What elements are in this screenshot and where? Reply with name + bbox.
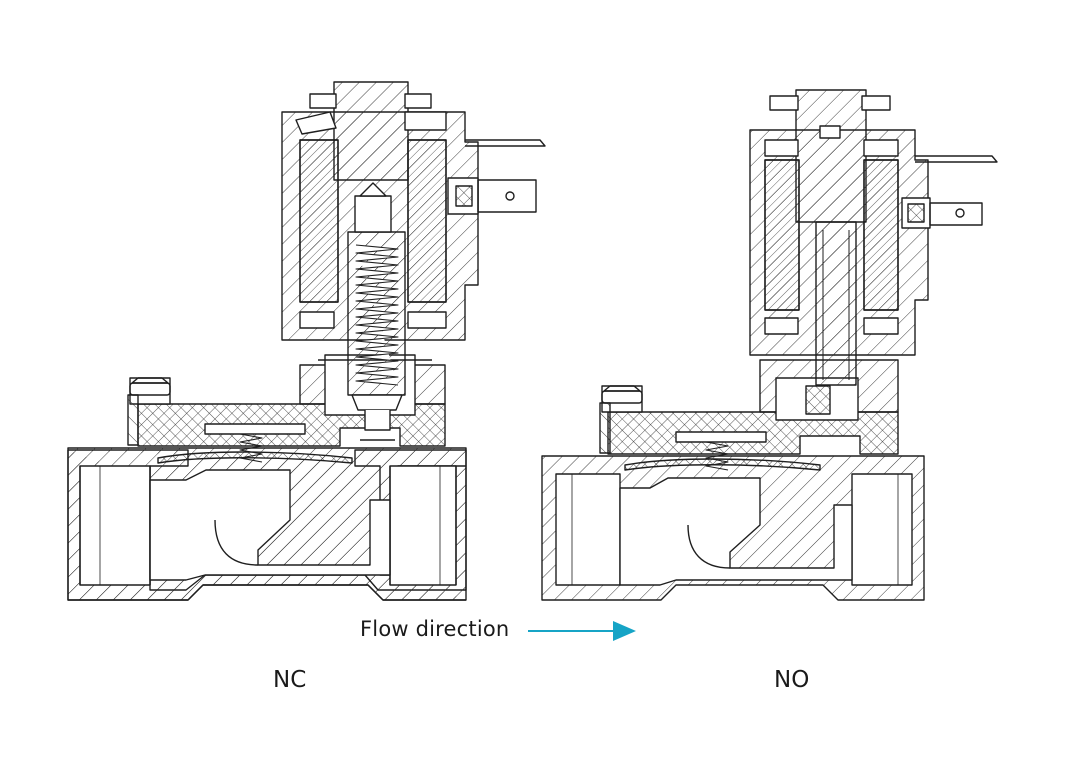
no-label: NO — [774, 667, 810, 693]
no-diaphragm — [624, 458, 821, 471]
no-plunger — [815, 221, 857, 386]
nc-label: NC — [273, 667, 307, 693]
no-fixed-core — [795, 89, 867, 223]
no-valve-drawing — [541, 89, 998, 601]
no-inlet-bore — [555, 473, 621, 586]
nc-outlet-bore — [389, 465, 457, 586]
no-flow-channel — [619, 477, 853, 586]
nc-fixed-core — [333, 81, 409, 181]
no-outlet-bore — [851, 473, 913, 586]
nc-flow-channel — [149, 469, 391, 581]
nc-valve-drawing — [67, 81, 546, 601]
no-terminal-blade — [915, 155, 998, 163]
nc-diaphragm — [157, 451, 353, 464]
nc-plunger-spring — [355, 244, 399, 386]
nc-terminal-blade — [465, 139, 546, 147]
flow-direction-arrow — [528, 621, 636, 641]
nc-inlet-bore — [79, 465, 151, 586]
flow-direction-label: Flow direction — [360, 617, 510, 641]
